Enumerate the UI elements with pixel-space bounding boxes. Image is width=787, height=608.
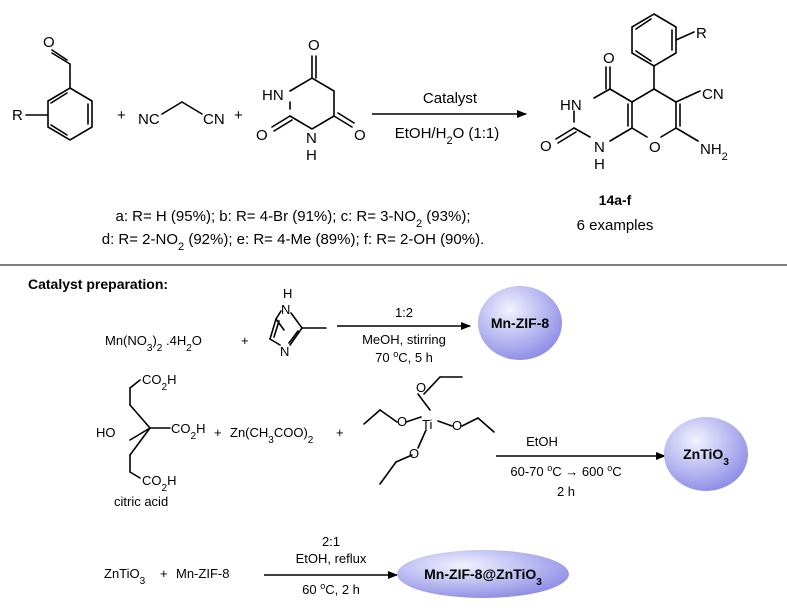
product-ring-oxygen: O: [649, 139, 661, 156]
benz-oxygen: O: [43, 34, 55, 51]
step2-condition-mid: 60-70 oC → 600 oC: [510, 463, 621, 479]
composite-sphere: [397, 550, 569, 598]
imidazole-h-label: H: [283, 286, 292, 301]
imidazole-n-top: N: [281, 302, 290, 317]
prep-heading: Catalyst preparation:: [28, 276, 168, 292]
product-hn-label: HN: [560, 97, 582, 114]
barb-oxygen-left: O: [256, 127, 268, 144]
mn-zif8-label: Mn-ZIF-8: [491, 315, 550, 331]
step1-ratio: 1:2: [395, 305, 413, 320]
product-structure: R O HN CN O N H O NH2: [540, 13, 728, 173]
cn-label: CN: [203, 111, 225, 128]
step3-ratio: 2:1: [322, 534, 340, 549]
benzaldehyde-structure: O R: [12, 34, 93, 141]
plus-sign: +: [117, 107, 126, 124]
step2-condition-top: EtOH: [526, 434, 558, 449]
plus-sign: +: [241, 333, 249, 348]
product-r-group: R: [696, 25, 707, 42]
2-methylimidazole-structure: H N N: [269, 286, 327, 359]
step3-condition-2: 60 oC, 2 h: [302, 581, 360, 597]
mn-zif8-sphere: [478, 286, 562, 360]
mn-zif8-reagent: Mn-ZIF-8: [176, 566, 229, 581]
barb-oxygen-top: O: [308, 37, 320, 54]
titanium-ethoxide-structure: Ti O O O O: [363, 376, 495, 485]
barb-hn-label: HN: [262, 87, 284, 104]
nc-label: NC: [138, 111, 160, 128]
product-oxygen-top: O: [603, 50, 615, 67]
mn-nitrate-reagent: Mn(NO3)2 .4H2O: [105, 333, 202, 354]
co2h-bottom-label: CO2H: [142, 473, 176, 494]
plus-sign: +: [160, 566, 168, 581]
yields-line-1: a: R= H (95%); b: R= 4-Br (91%); c: R= 3…: [116, 208, 471, 230]
product-oxygen-left: O: [540, 138, 552, 155]
step1-condition-1: MeOH, stirring: [362, 332, 446, 347]
zntio3-sphere: [664, 417, 748, 491]
malononitrile-structure: NC CN: [138, 101, 225, 128]
yields-line-2: d: R= 2-NO2 (92%); e: R= 4-Me (89%); f: …: [102, 231, 485, 253]
ho-label: HO: [96, 425, 116, 440]
step2-condition-bottom: 2 h: [557, 484, 575, 499]
product-cn-label: CN: [702, 86, 724, 103]
co2h-mid-label: CO2H: [171, 421, 205, 442]
examples-count-label: 6 examples: [577, 217, 654, 234]
citric-acid-structure: CO2H HO CO2H CO2H: [96, 372, 205, 494]
barb-oxygen-right: O: [354, 127, 366, 144]
ethoxy-o-3: O: [452, 418, 462, 433]
barbituric-acid-structure: O HN O N H O: [256, 37, 366, 164]
ethoxy-o-1: O: [416, 380, 426, 395]
citric-acid-label: citric acid: [114, 494, 168, 509]
product-h-label: H: [594, 156, 605, 173]
co2h-top-label: CO2H: [142, 372, 176, 393]
barb-n-label: N: [306, 130, 317, 147]
ti-center-label: Ti: [422, 417, 432, 432]
step3-condition-1: EtOH, reflux: [296, 551, 367, 566]
plus-sign: +: [336, 425, 344, 440]
zntio3-reagent: ZnTiO3: [104, 566, 146, 587]
ethoxy-o-4: O: [409, 446, 419, 461]
product-n-label: N: [594, 139, 605, 156]
zinc-acetate-reagent: Zn(CH3COO)2: [230, 425, 314, 446]
benz-r-group: R: [12, 107, 23, 124]
step1-condition-2: 70 oC, 5 h: [375, 349, 433, 365]
arrow-catalyst-label: Catalyst: [423, 90, 478, 107]
product-nh2-label: NH2: [700, 141, 728, 163]
plus-sign: +: [234, 107, 243, 124]
arrow-solvent-label: EtOH/H2O (1:1): [395, 125, 500, 147]
ethoxy-o-2: O: [397, 414, 407, 429]
imidazole-n-bottom: N: [280, 344, 289, 359]
barb-h-label: H: [306, 147, 317, 164]
product-compound-label: 14a-f: [599, 192, 632, 208]
plus-sign: +: [214, 425, 222, 440]
